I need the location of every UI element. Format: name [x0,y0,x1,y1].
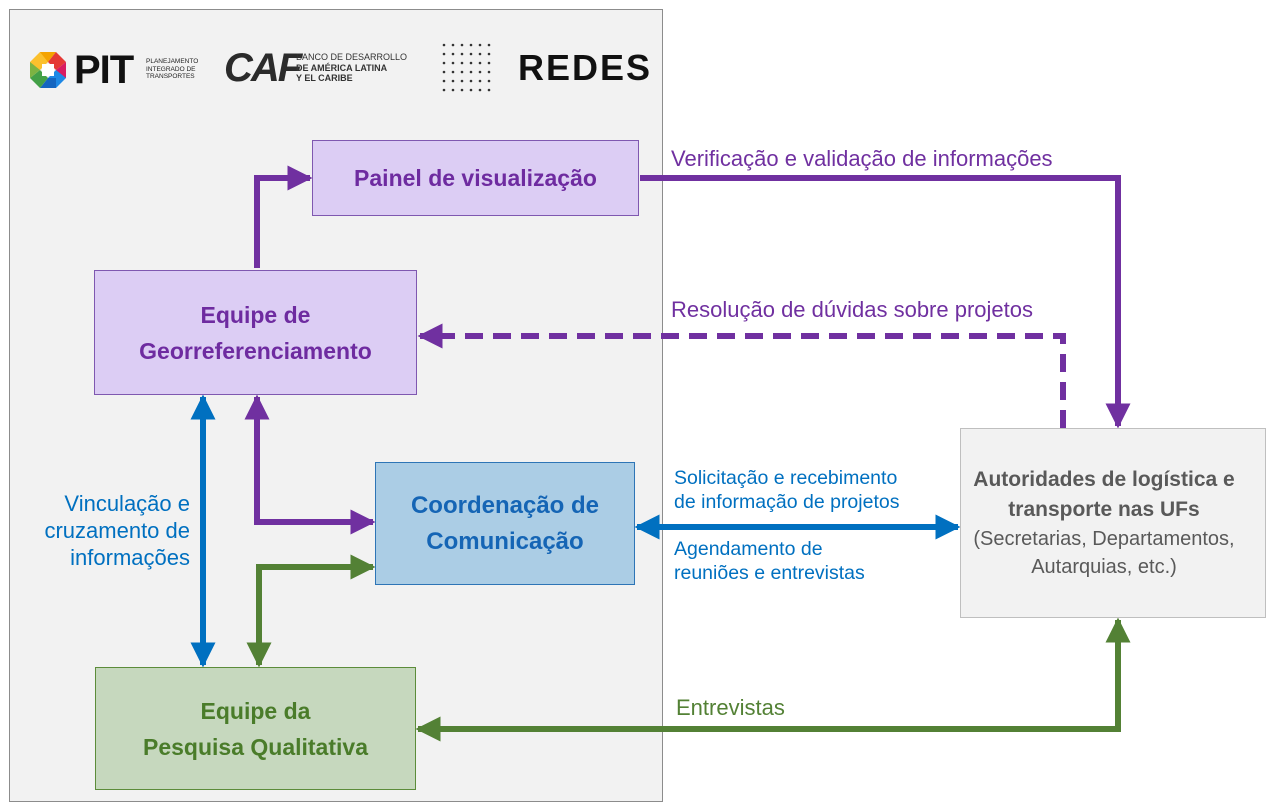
caf-logo-subtitle: BANCO DE DESARROLLO DE AMÉRICA LATINA Y … [296,52,426,84]
pit-logo-subtitle: PLANEJAMENTO INTEGRADO DE TRANSPORTES [146,58,199,80]
connector-georef-coordenacao [244,394,376,535]
redes-logo-dot [487,88,491,92]
caf-logo-line-3: Y EL CARIBE [296,73,353,83]
label-solicitacao-line-1: Solicitação e recebimento [674,467,898,489]
redes-logo-dot [487,79,491,83]
label-solicitacao: Solicitação e recebimento de informação … [674,466,899,514]
label-solicitacao-line-2: de informação de projetos [674,491,900,513]
node-painel-label: Painel de visualização [354,165,597,191]
redes-logo-dot [451,70,455,74]
redes-logo-dot [487,52,491,56]
redes-logo-dots-icon [442,43,491,92]
redes-logo-dot [442,61,446,65]
node-autoridades-line-1: Autoridades de logística e [973,468,1235,491]
connector-coordenacao-pesquisa [246,554,376,668]
redes-logo-dot [460,88,464,92]
node-coordenacao-comunicacao: Coordenação de Comunicação [375,462,635,585]
label-agendamento-line-2: reuniões e entrevistas [674,562,865,584]
redes-logo-dot [460,61,464,65]
redes-logo-dot [451,52,455,56]
redes-logo-dot [460,70,464,74]
redes-logo-dot [460,79,464,83]
node-coord-line-2: Comunicação [426,527,584,555]
pit-logo: PIT PLANEJAMENTO INTEGRADO DE TRANSPORTE… [28,36,228,106]
redes-logo-dot [442,79,446,83]
connector-painel-to-autoridades [640,175,1131,429]
redes-logo-dot [478,43,482,47]
label-entrevistas: Entrevistas [676,695,785,720]
redes-logo-dot [442,70,446,74]
redes-logo-dot [469,52,473,56]
redes-logo-dot [460,52,464,56]
redes-logo-dot [442,88,446,92]
node-pesquisa-line-1: Equipe da [200,697,311,724]
pit-logo-word: PIT [74,48,134,92]
redes-logo-dot [469,61,473,65]
redes-logo-dot [451,88,455,92]
pit-logo-icon [30,52,66,88]
caf-logo-word: CAF [224,46,302,90]
node-equipe-georreferenciamento: Equipe de Georreferenciamento [94,270,417,395]
redes-logo-dot [478,61,482,65]
redes-logo-dot [478,88,482,92]
redes-logo-dot [487,61,491,65]
label-resolucao-duvidas: Resolução de dúvidas sobre projetos [671,297,1034,322]
node-coord-line-1: Coordenação de [410,491,600,519]
label-agendamento-line-1: Agendamento de [674,538,823,560]
redes-logo-dot [451,61,455,65]
redes-logo-dot [469,43,473,47]
node-equipe-pesquisa-qualitativa: Equipe da Pesquisa Qualitativa [95,667,416,790]
redes-logo-word: REDES [518,47,653,88]
label-vinculacao-line-3: informações [70,545,190,570]
redes-logo-dot [469,88,473,92]
node-pesquisa-line-2: Pesquisa Qualitativa [143,733,368,760]
redes-logo: REDES [438,40,650,100]
connector-georef-to-painel [254,165,313,268]
redes-logo-dot [469,79,473,83]
caf-logo-line-2: DE AMÉRICA LATINA [296,62,388,73]
redes-logo-dot [442,43,446,47]
node-autoridades: Autoridades de logística e transporte na… [960,428,1266,618]
redes-logo-dot [442,52,446,56]
label-agendamento: Agendamento de reuniões e entrevistas [674,537,865,585]
node-autoridades-line-2: transporte nas UFs [1008,498,1200,521]
redes-logo-dot [478,79,482,83]
label-vinculacao-line-1: Vinculação e [64,491,190,516]
caf-logo: CAF BANCO DE DESARROLLO DE AMÉRICA LATIN… [224,48,444,98]
node-painel-visualizacao: Painel de visualização [312,140,639,216]
caf-logo-line-1: BANCO DE DESARROLLO [296,52,408,62]
node-georef-line-1: Equipe de [200,301,311,328]
label-vinculacao-line-2: cruzamento de [44,518,190,543]
node-autoridades-line-4: Autarquias, etc.) [1031,556,1177,578]
redes-logo-dot [451,43,455,47]
redes-logo-dot [487,43,491,47]
connector-pesquisa-autoridades [415,617,1131,742]
redes-logo-dot [460,43,464,47]
redes-logo-dot [451,79,455,83]
logo-row: PIT PLANEJAMENTO INTEGRADO DE TRANSPORTE… [28,36,650,106]
label-verificacao: Verificação e validação de informações [671,146,1053,171]
redes-logo-dot [469,70,473,74]
redes-logo-dot [478,70,482,74]
connector-autoridades-to-georef [417,323,1066,428]
node-autoridades-line-3: (Secretarias, Departamentos, [973,528,1235,550]
redes-logo-dot [478,52,482,56]
label-vinculacao: Vinculação e cruzamento de informações [40,490,190,571]
node-georef-line-2: Georreferenciamento [139,337,372,364]
redes-logo-dot [487,70,491,74]
